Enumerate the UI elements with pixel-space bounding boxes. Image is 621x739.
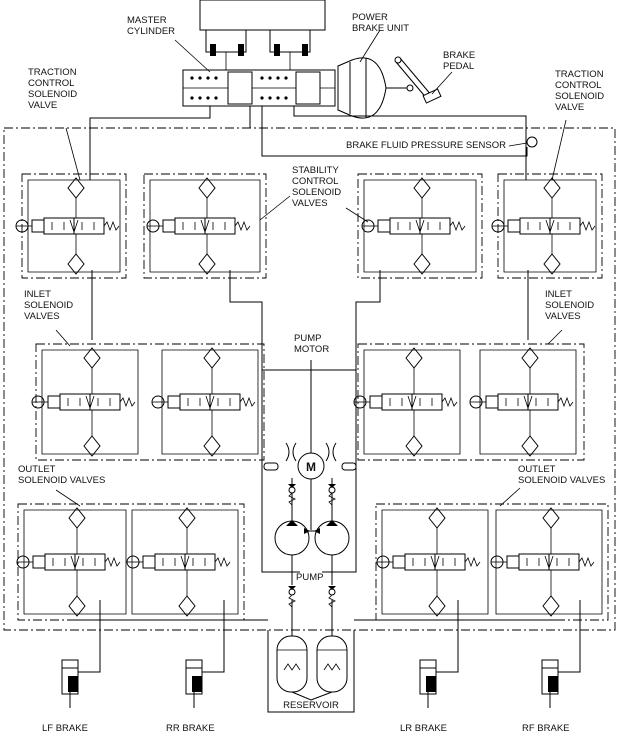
- master-cylinder: [182, 0, 336, 107]
- traction-left-label-line-3: SOLENOID: [28, 89, 77, 100]
- pump-motor: M: [263, 360, 357, 530]
- inlet-right-label-line-2: SOLENOID: [545, 300, 594, 311]
- stability-label-line-3: SOLENOID: [292, 187, 341, 198]
- traction-valve-left: [15, 177, 121, 275]
- brake-pedal: [394, 56, 442, 104]
- master-cylinder-label-line-1: MASTER: [127, 15, 167, 26]
- outlet-valve-rr: [126, 507, 239, 617]
- stability-left-outline: [143, 173, 267, 279]
- traction-left-label-line-1: TRACTION: [28, 67, 77, 78]
- traction-right-label-line-1: TRACTION: [555, 69, 604, 80]
- pump-motor-label-line-1: PUMP: [294, 333, 321, 344]
- reservoir-label: RESERVOIR: [283, 700, 339, 711]
- hydraulic-lines: [68, 106, 560, 621]
- rr-brake: [185, 600, 225, 708]
- reservoir: [267, 600, 355, 713]
- inlet-left-label-line-2: SOLENOID: [24, 300, 73, 311]
- pressure-sensor-symbol: [526, 136, 538, 148]
- inlet-right-outline: [357, 343, 585, 461]
- outlet-valve-rf: [490, 507, 603, 617]
- pump-label: PUMP: [296, 572, 323, 583]
- lr-brake: [419, 600, 459, 708]
- lr-brake-label: LR BRAKE: [400, 723, 447, 734]
- outlet-left-label-line-2: SOLENOID VALVES: [18, 475, 105, 486]
- power-brake-unit-label-line-2: BRAKE UNIT: [352, 23, 409, 34]
- inlet-valve-rr: [151, 347, 259, 457]
- traction-right-label-line-2: CONTROL: [555, 80, 601, 91]
- master-cylinder-label-line-2: CYLINDER: [127, 26, 175, 37]
- stability-label-line-1: STABILITY: [292, 165, 339, 176]
- inlet-left-label-line-1: INLET: [24, 289, 51, 300]
- power-brake-unit-label-line-1: POWER: [352, 12, 388, 23]
- inlet-right-label-line-1: INLET: [545, 289, 572, 300]
- lf-brake-label: LF BRAKE: [42, 723, 88, 734]
- rf-brake-label: RF BRAKE: [522, 723, 570, 734]
- rf-brake: [541, 600, 581, 708]
- traction-left-label-line-4: VALVE: [28, 100, 57, 111]
- outlet-right-label-line-1: OUTLET: [518, 464, 556, 475]
- stability-label-line-4: VALVES: [292, 198, 328, 209]
- outlet-valve-lr: [376, 507, 489, 617]
- stability-label-line-2: CONTROL: [292, 176, 338, 187]
- traction-left-label-line-2: CONTROL: [28, 78, 74, 89]
- traction-right-label-line-4: VALVE: [555, 102, 584, 113]
- pump-motor-label-line-2: MOTOR: [294, 344, 329, 355]
- hydraulic-modulator-outline: [3, 127, 616, 631]
- inlet-valve-lf: [31, 347, 139, 457]
- outlet-left-label-line-1: OUTLET: [18, 464, 56, 475]
- power-brake-unit: [337, 57, 414, 119]
- inlet-left-label-line-3: VALVES: [24, 311, 60, 322]
- pump: [274, 478, 350, 585]
- inlet-valve-rf: [469, 347, 577, 457]
- inlet-valve-lr: [353, 347, 461, 457]
- label-leaders: [55, 119, 567, 507]
- pump-check-valves: [288, 484, 336, 608]
- pressure-sensor-label: BRAKE FLUID PRESSURE SENSOR: [346, 140, 506, 151]
- brake-pedal-label-line-1: BRAKE: [443, 50, 475, 61]
- lf-brake: [61, 600, 101, 708]
- inlet-left-outline: [35, 343, 265, 461]
- outlet-valve-lf: [16, 507, 127, 617]
- stability-valve-right: [361, 177, 477, 275]
- outlet-right-label-line-2: SOLENOID VALVES: [518, 475, 605, 486]
- traction-left-outline: [21, 173, 127, 279]
- inlet-right-label-line-3: VALVES: [545, 311, 581, 322]
- rr-brake-label: RR BRAKE: [166, 723, 215, 734]
- stability-valve-left: [146, 177, 261, 275]
- traction-right-outline: [497, 173, 603, 279]
- motor-symbol: M: [306, 460, 316, 474]
- brake-pedal-label-line-2: PEDAL: [443, 61, 474, 72]
- traction-right-label-line-3: SOLENOID: [555, 91, 604, 102]
- traction-valve-right: [491, 177, 597, 275]
- stability-right-outline: [357, 173, 483, 279]
